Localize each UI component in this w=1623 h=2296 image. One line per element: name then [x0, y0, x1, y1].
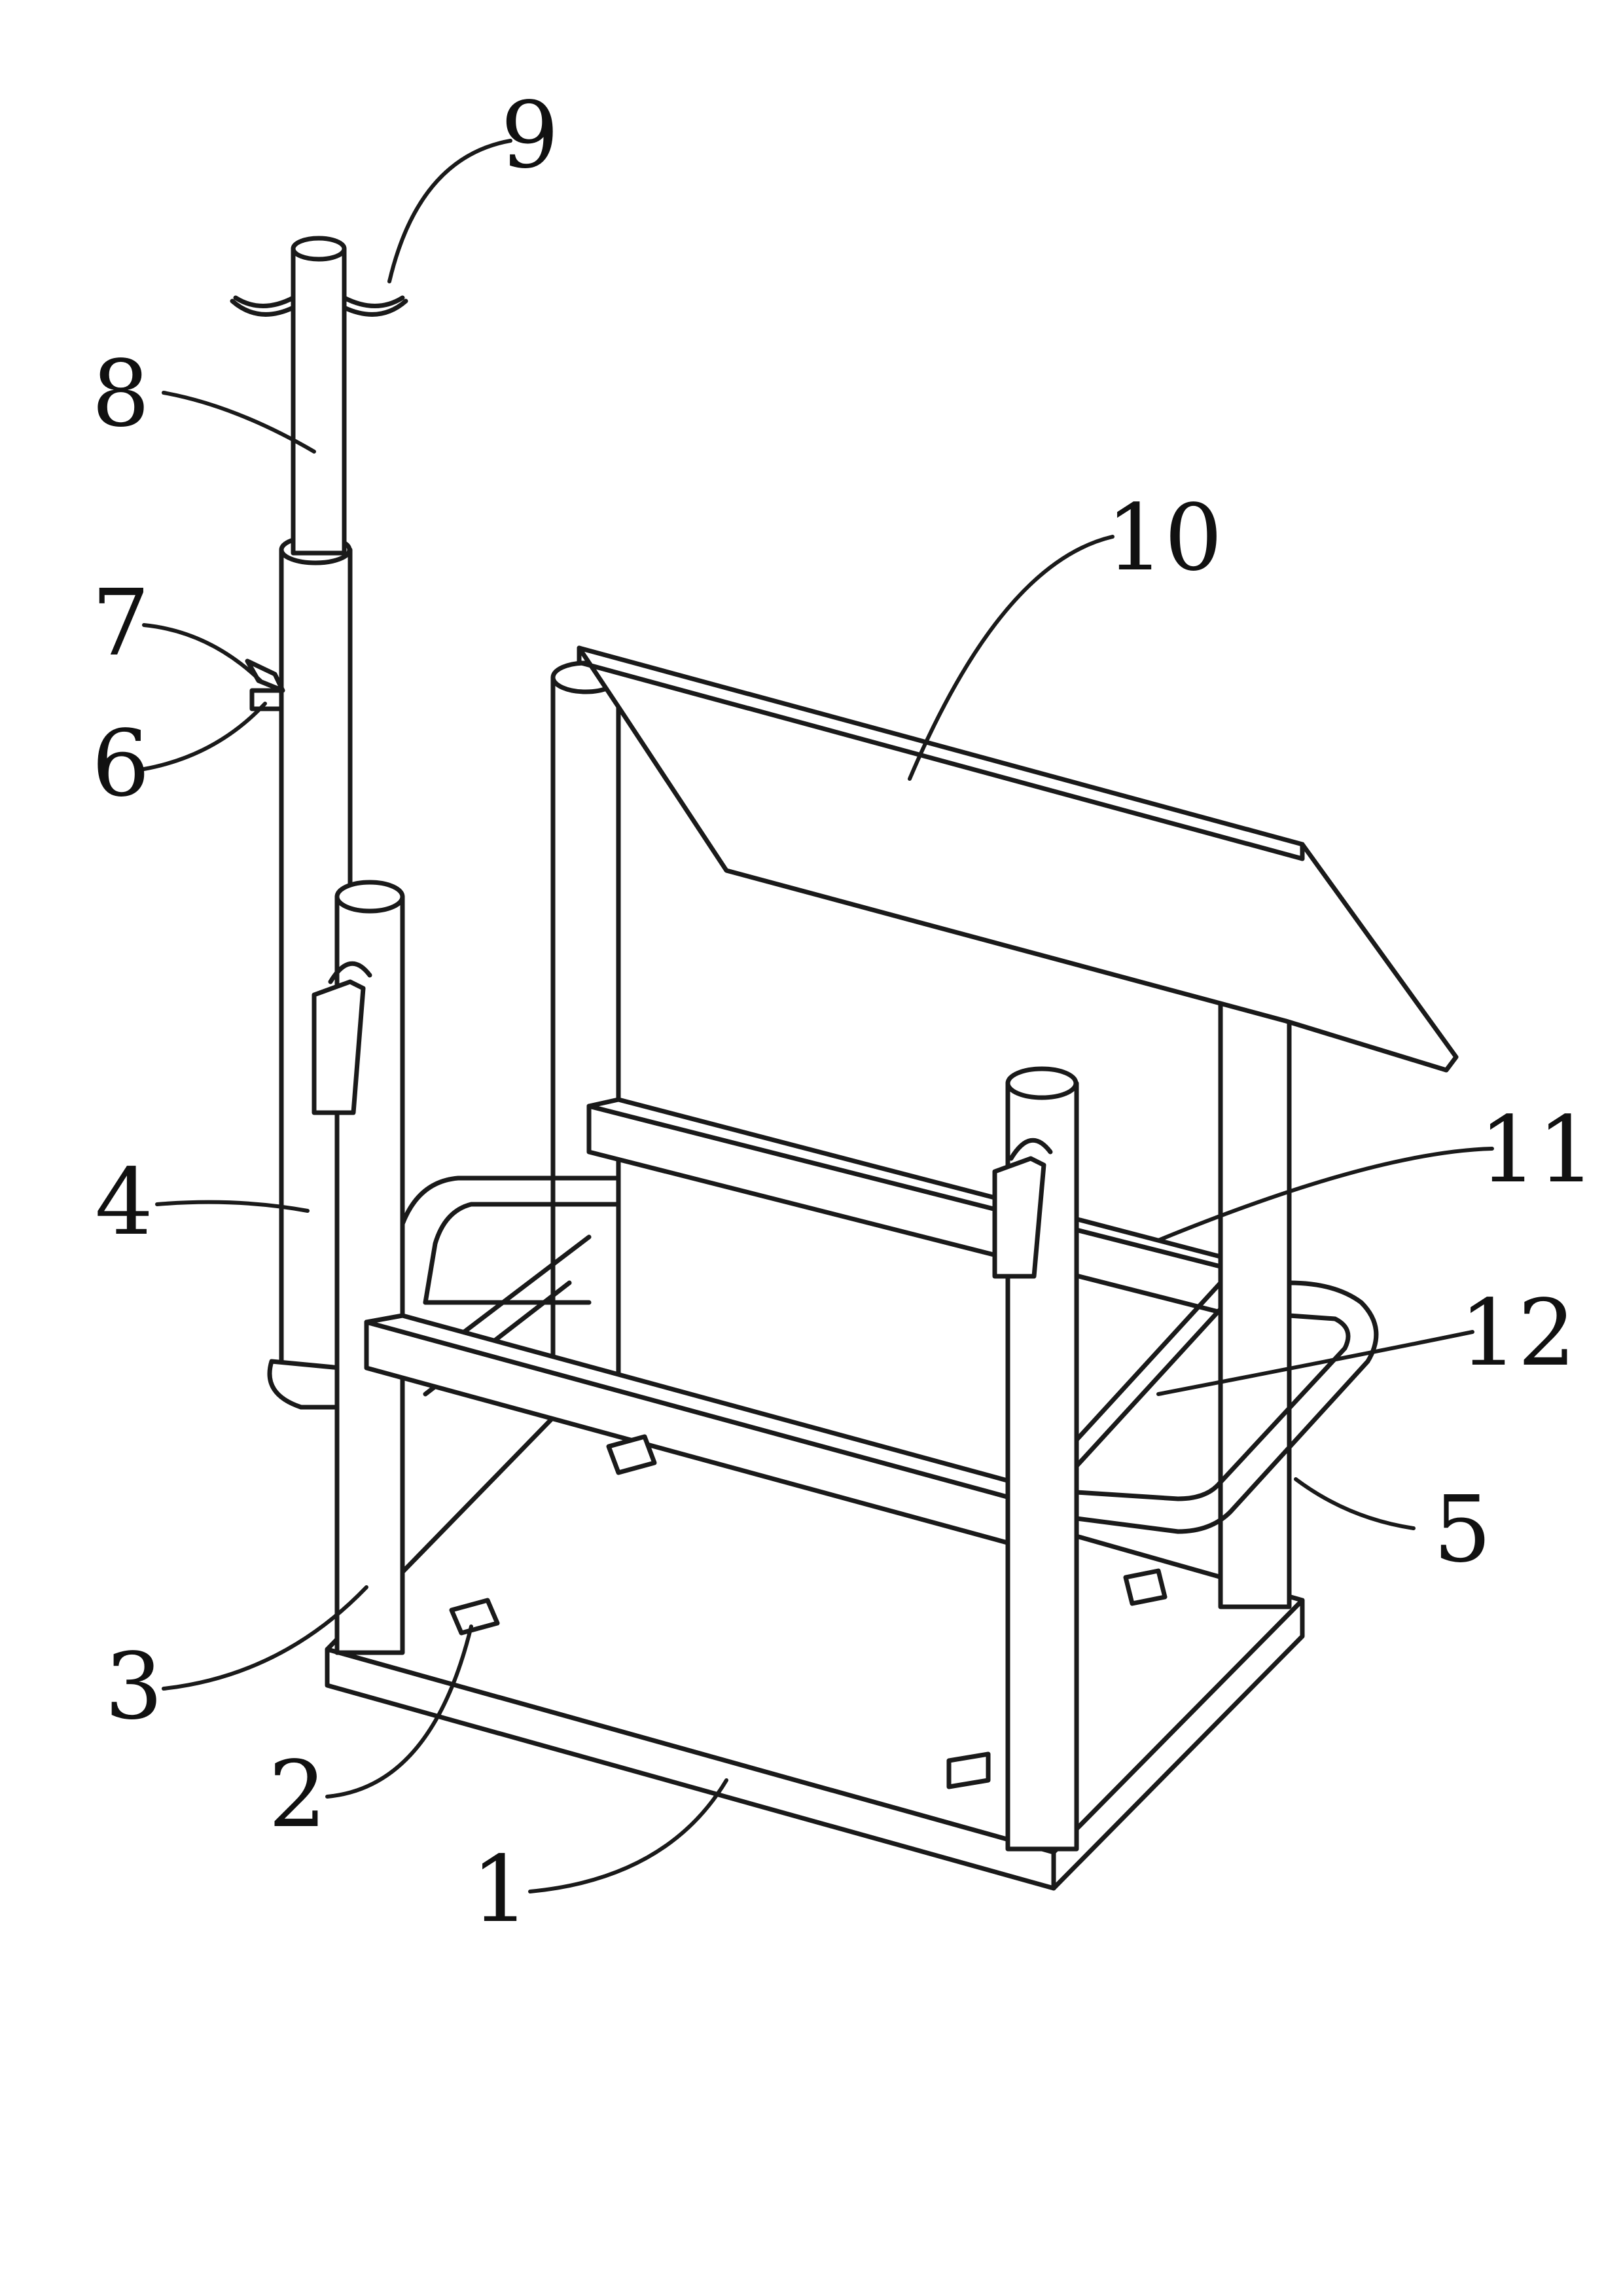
label-2: 2 — [268, 1742, 327, 1848]
rear-post-left — [550, 660, 621, 1407]
label-10: 10 — [1106, 485, 1222, 592]
front-post-right — [992, 1066, 1079, 1852]
label-3: 3 — [105, 1634, 163, 1740]
label-4: 4 — [95, 1149, 153, 1256]
label-8: 8 — [92, 341, 150, 448]
mounting-brackets — [449, 1434, 1168, 1789]
locking-knob — [245, 658, 285, 711]
cover-board — [577, 645, 1459, 1073]
telescopic-pole — [291, 236, 347, 556]
leader-lines — [142, 139, 1494, 1893]
label-6: 6 — [92, 711, 150, 817]
side-handle-right — [1074, 1280, 1379, 1534]
label-12: 12 — [1459, 1280, 1576, 1387]
reference-numerals: 9 8 7 6 10 11 12 5 4 3 2 1 — [92, 82, 1596, 1943]
label-1: 1 — [471, 1837, 529, 1943]
label-9: 9 — [501, 82, 559, 189]
rear-rail — [586, 1097, 1223, 1315]
front-post-left — [312, 880, 405, 1655]
label-5: 5 — [1433, 1477, 1491, 1583]
label-11: 11 — [1479, 1097, 1596, 1204]
hooks — [230, 295, 408, 317]
label-7: 7 — [92, 570, 150, 677]
